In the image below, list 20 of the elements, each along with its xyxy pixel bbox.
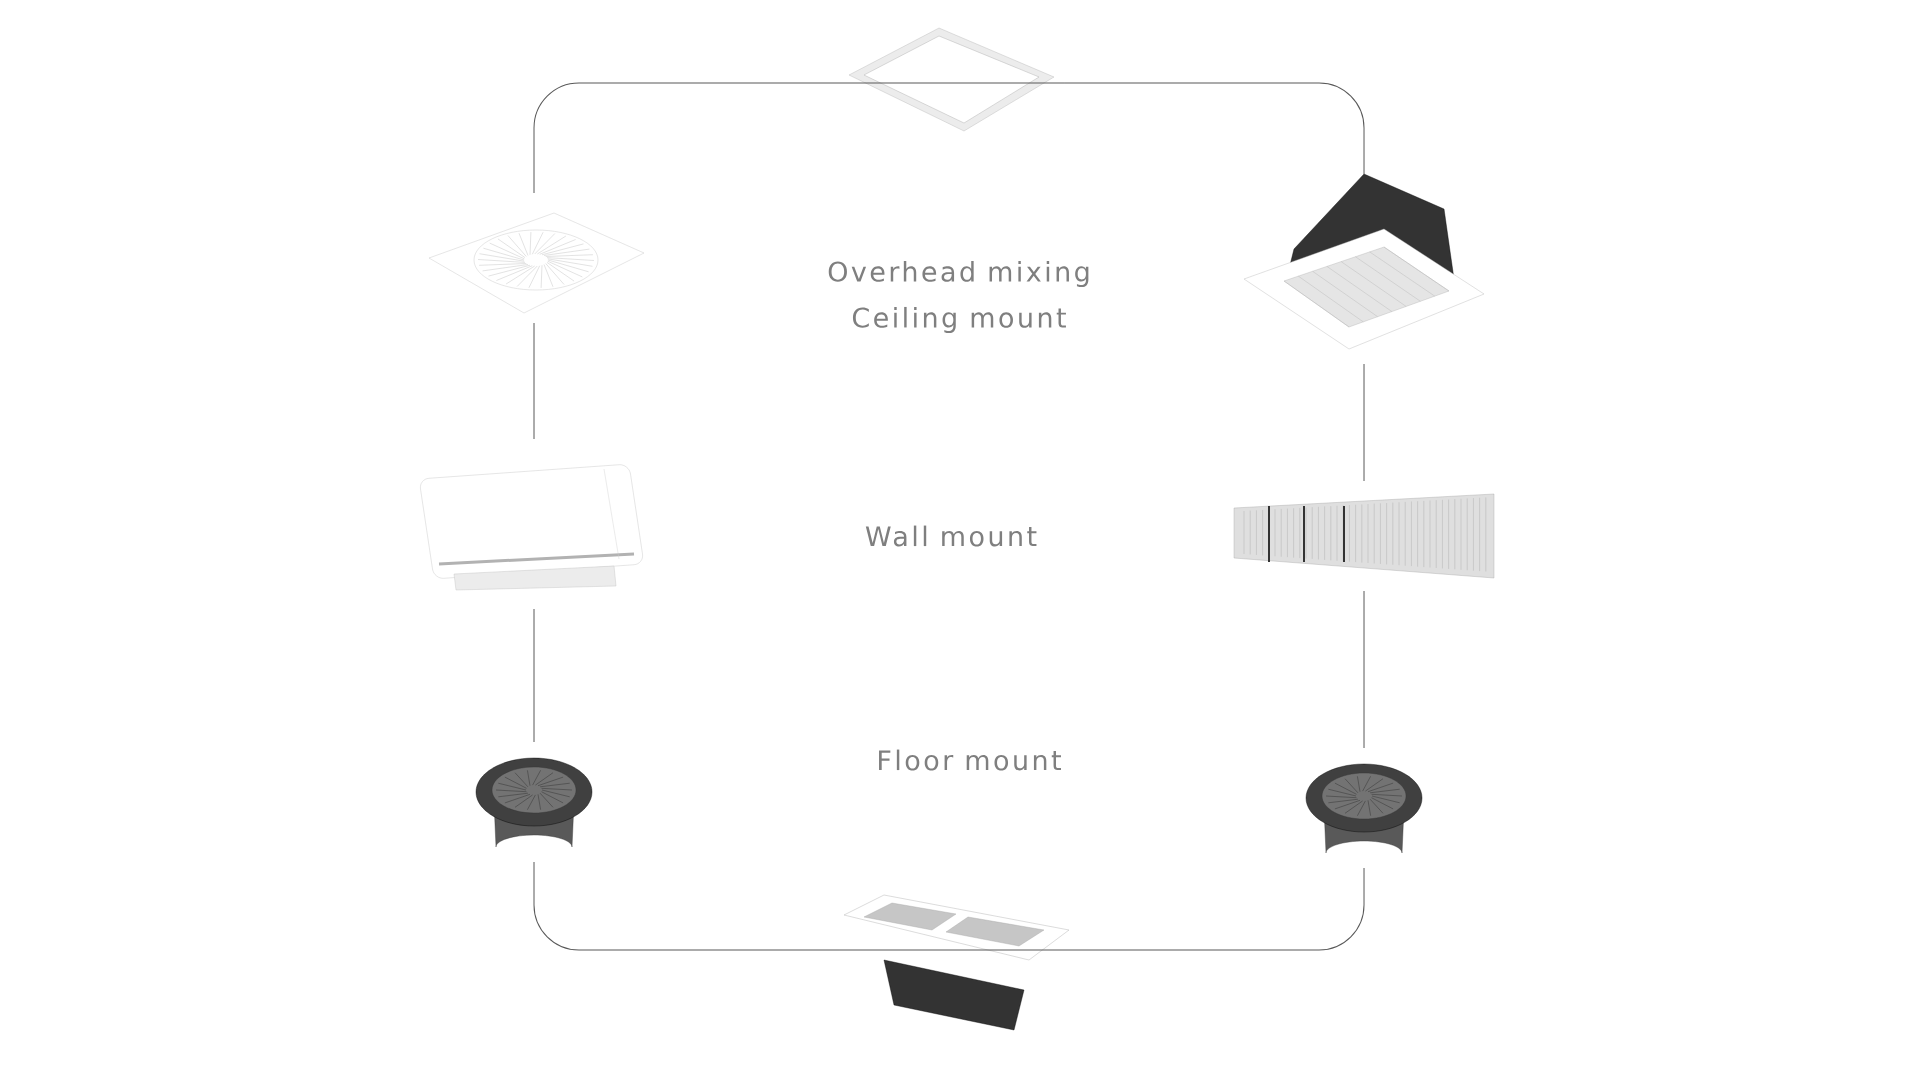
swirl-diffuser-drawing [428,212,645,314]
connector-line [1363,363,1365,482]
connector-line [533,861,840,951]
center-label: Floor mount [879,749,1061,771]
center-label: Ceiling mount [852,306,1066,334]
connector-line [1063,82,1365,175]
wall-unit-drawing [420,464,643,591]
floor-diffuser-drawing [475,757,593,848]
floor-grille-drawing [843,894,1070,1031]
connector-line [533,82,1065,194]
cassette-unit-drawing [1243,173,1485,350]
connector-line [1363,590,1365,749]
ceiling-panel-drawing [848,27,1055,132]
linear-grille-drawing [1233,493,1495,579]
connector-line [838,867,1365,951]
floor-diffuser-drawing [1305,763,1423,854]
center-label: Overhead mixing [828,260,1089,288]
connector-line [533,322,535,440]
center-label: Wall mount [865,525,1037,547]
connector-line [533,608,535,743]
